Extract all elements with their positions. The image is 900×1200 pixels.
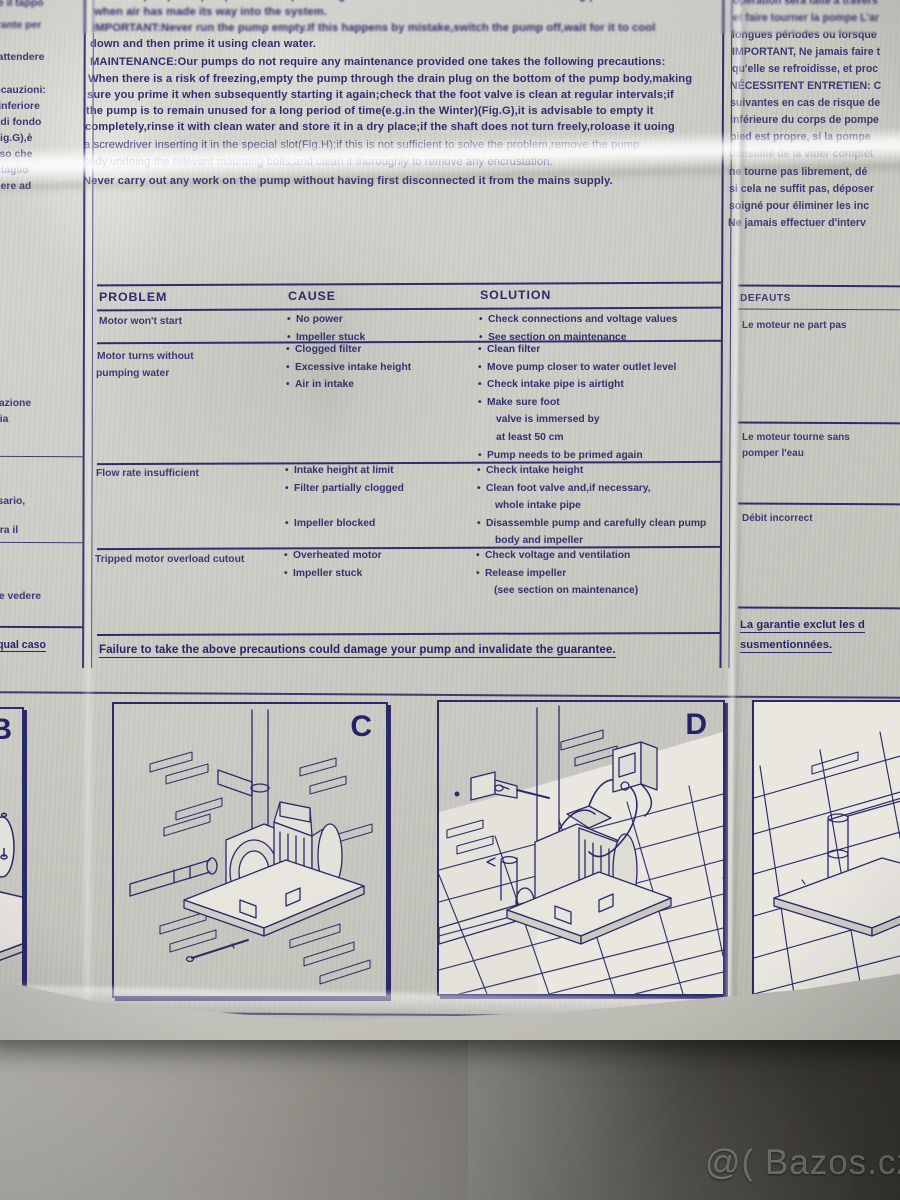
figure-letter-b: B <box>0 713 12 747</box>
watermark: @( Bazos.cz <box>705 1143 900 1182</box>
table-row-2-solutions: •Clean filter •Move pump closer to water… <box>478 344 677 461</box>
table-row-4-solutions: •Check voltage and ventilation •Release … <box>476 550 639 597</box>
italian-rule-3 <box>0 625 85 628</box>
table-row-3-solutions: •Check intake height •Clean foot valve a… <box>477 465 707 547</box>
figure-letter-c: C <box>350 710 372 743</box>
table-row-2-causes: •Clogged filter •Excessive intake height… <box>286 344 412 391</box>
table-row-4-causes: •Overheated motor •Impeller stuck <box>284 550 382 579</box>
figure-panel-c: C <box>112 702 388 998</box>
figure-letter-d: D <box>685 708 707 741</box>
table-row-1-solutions: •Check connections and voltage values •S… <box>479 314 678 343</box>
table-row-1-causes: •No power •Impeller stuck <box>287 314 366 343</box>
figure-panel-d: D <box>437 700 725 996</box>
figure-panel-right <box>752 700 900 996</box>
leaflet-paper: vitare il tappo noperante per a ed atten… <box>0 0 900 1040</box>
table-row-3-causes: •Intake height at limit •Filter partiall… <box>285 465 404 529</box>
figure-panel-b: B <box>0 707 24 997</box>
